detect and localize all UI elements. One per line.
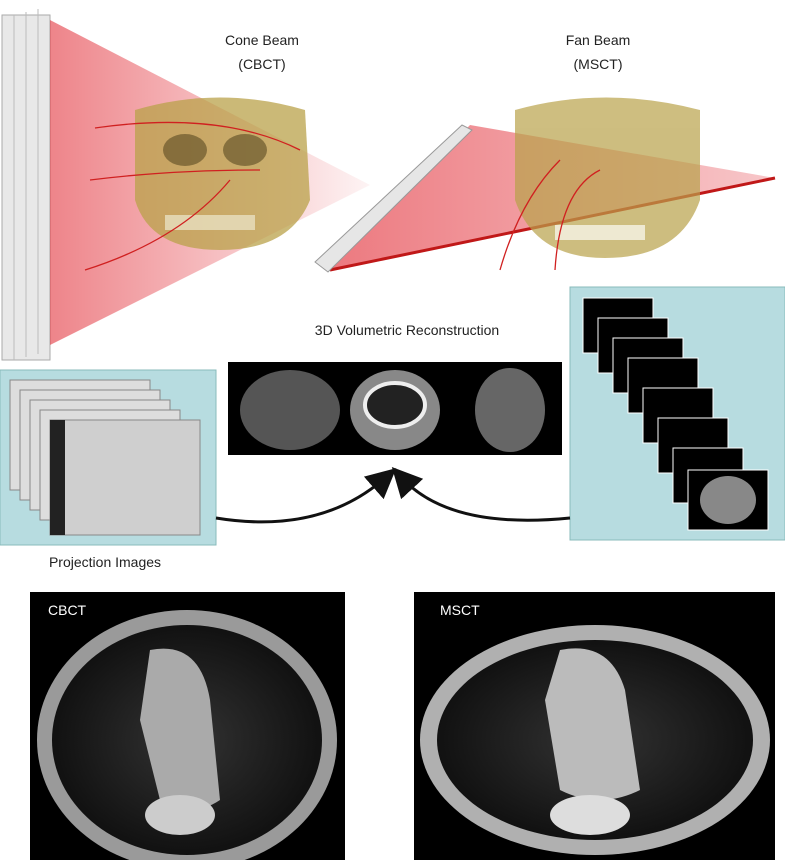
cone-beam-title: Cone Beam (CBCT) (200, 28, 324, 76)
arrow-from-slices (391, 466, 571, 522)
arrow-from-projections (215, 468, 397, 524)
msct-chest-image (414, 592, 775, 860)
msct-detector (314, 124, 473, 273)
cbct-chest-image (30, 592, 345, 860)
scatter-rays (84, 121, 301, 271)
slice-stack-panel (569, 286, 785, 541)
msct-label: MSCT (440, 602, 480, 618)
reconstruction-title: 3D Volumetric Reconstruction (314, 322, 500, 338)
cone-beam-abbrev: (CBCT) (238, 56, 286, 72)
fan-beam-abbrev: (MSCT) (573, 56, 623, 72)
cbct-label: CBCT (48, 602, 87, 618)
fan-beam-title: Fan Beam (MSCT) (536, 28, 660, 76)
cbct-skull (135, 97, 310, 250)
projection-images-panel (0, 369, 217, 546)
projection-images-label: Projection Images (48, 554, 162, 570)
msct-skull (515, 97, 700, 258)
fan-beam-name: Fan Beam (565, 32, 631, 48)
cone-beam-name: Cone Beam (225, 32, 299, 48)
reconstruction-images (228, 362, 562, 455)
cbct-detector (1, 9, 51, 361)
